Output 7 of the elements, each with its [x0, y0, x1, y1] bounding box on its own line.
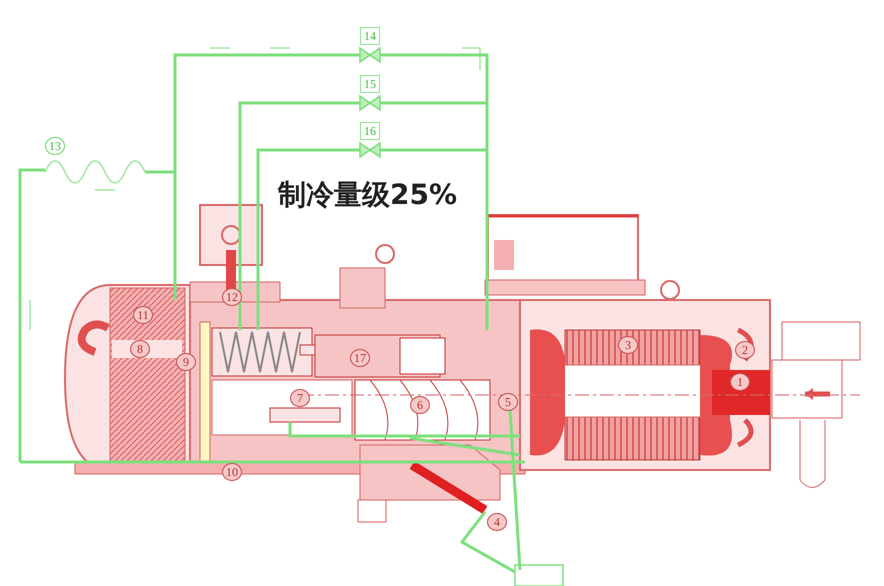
- callout-number: 4: [487, 513, 507, 531]
- callout-number: 14: [360, 27, 380, 45]
- callout-number: 16: [360, 122, 380, 140]
- callout-number: 10: [222, 463, 242, 481]
- callout-number: 13: [45, 137, 65, 155]
- diagram-title: 制冷量级25%: [278, 177, 458, 213]
- callout-number: 15: [360, 75, 380, 93]
